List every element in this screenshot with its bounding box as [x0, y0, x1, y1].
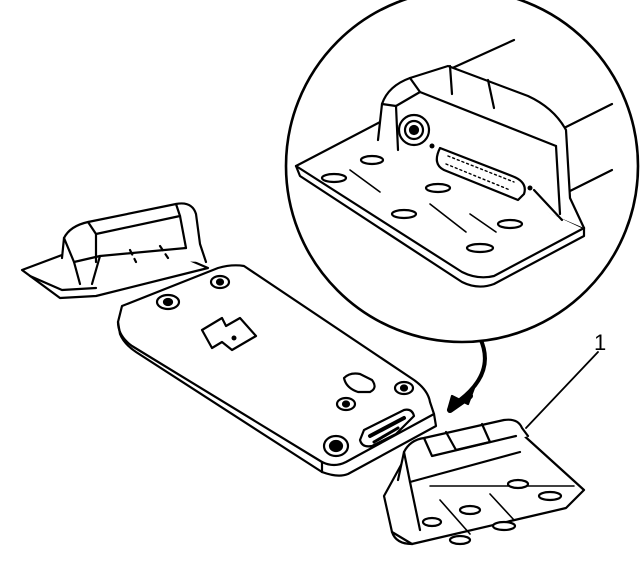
- mounting-hole: [211, 276, 229, 288]
- keyhole-slot: [344, 374, 375, 393]
- bracket-slot: [460, 506, 480, 514]
- connector-multipin: [429, 143, 533, 201]
- mounting-hole: [157, 295, 179, 309]
- left-mounting-bracket: [22, 203, 208, 298]
- electronic-module: [118, 265, 436, 475]
- bracket-slot: [498, 220, 522, 228]
- bracket-slot: [392, 210, 416, 218]
- bracket-slot: [539, 492, 561, 500]
- bracket-slot: [508, 480, 528, 488]
- mounting-hole: [337, 398, 355, 410]
- bracket-slot: [361, 156, 383, 164]
- callout-number: 1: [594, 330, 606, 355]
- bracket-slot: [423, 518, 441, 526]
- module-connector-round: [324, 436, 348, 456]
- bracket-slot: [322, 174, 346, 182]
- bracket-slot: [467, 244, 493, 252]
- right-mounting-bracket: [384, 420, 584, 544]
- callout-leader-line: [526, 352, 598, 428]
- bracket-slot: [450, 536, 470, 544]
- mounting-hole: [395, 382, 413, 394]
- module-connector-multipin: [360, 410, 414, 447]
- install-direction-arrow: [448, 338, 485, 410]
- connector-jack: [399, 115, 429, 145]
- detail-magnified-view: [286, 0, 638, 342]
- keyhole-slot: [202, 318, 256, 350]
- bracket-slot: [493, 522, 515, 530]
- bracket-slot: [426, 184, 450, 192]
